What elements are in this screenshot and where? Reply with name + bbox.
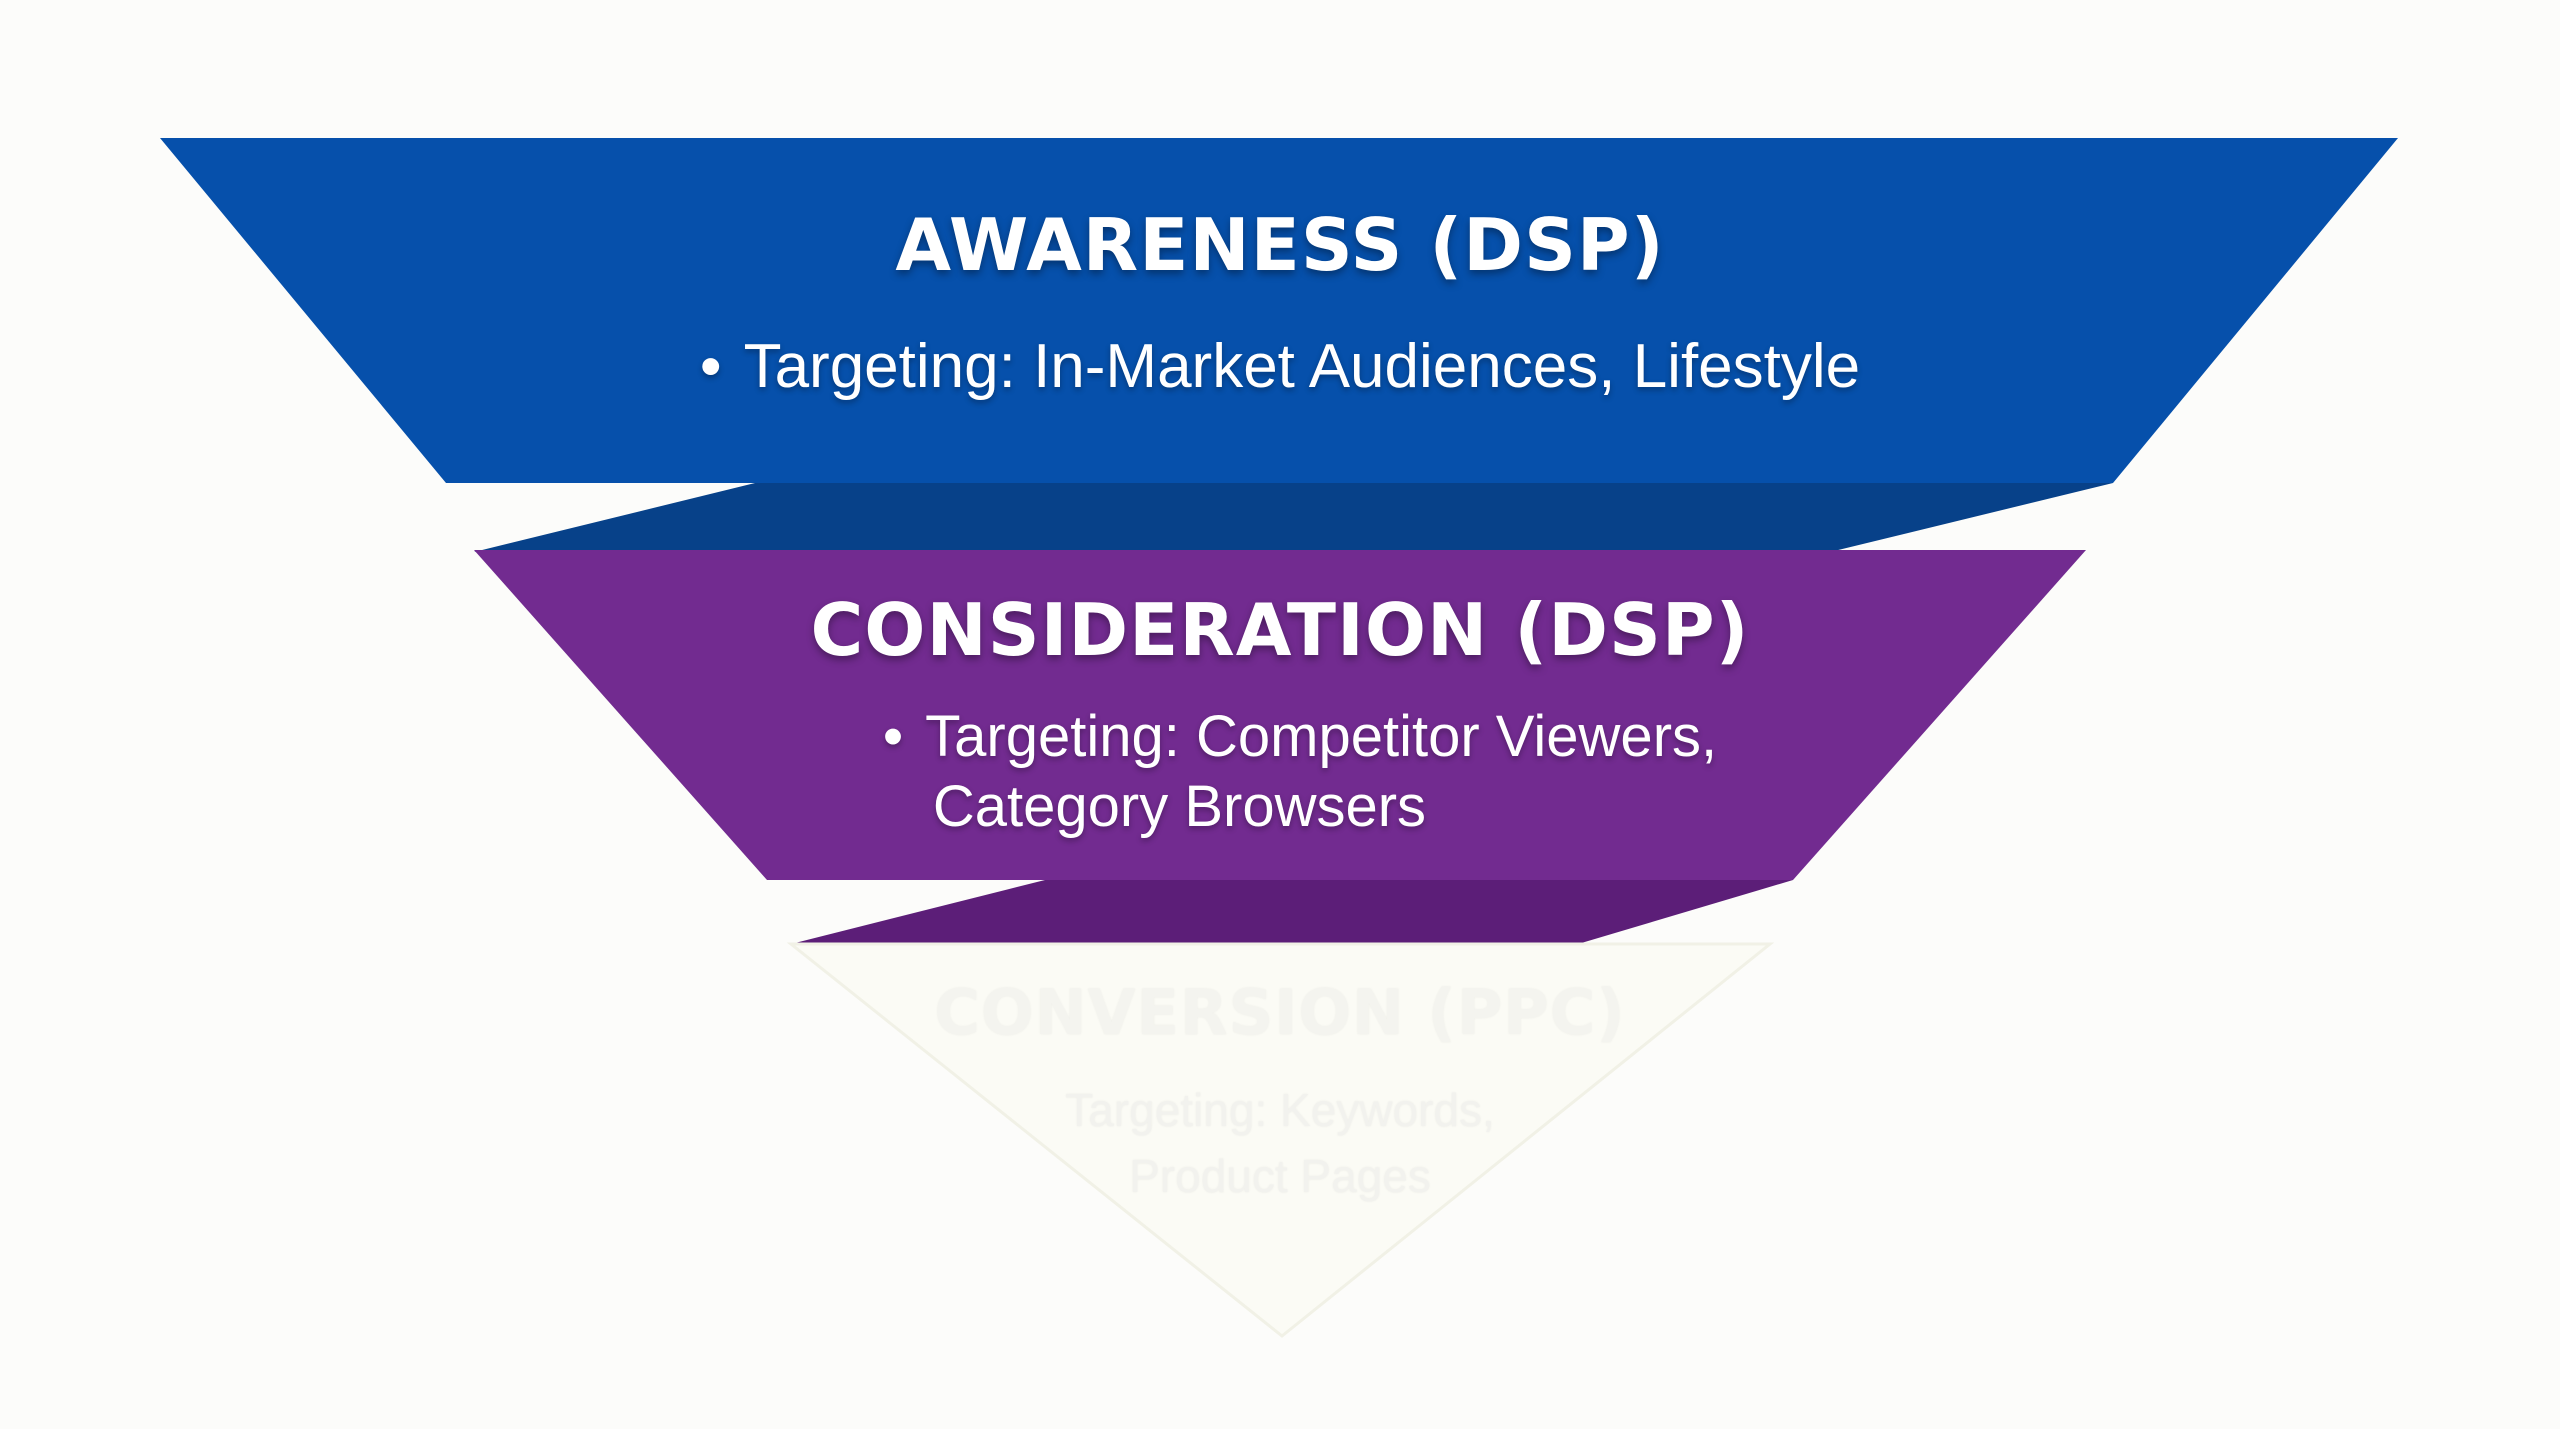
consideration-detail: • Targeting: Competitor Viewers, Category… [883, 702, 1717, 842]
consideration-targeting-text-line2: Category Browsers [932, 774, 1427, 839]
awareness-detail: • Targeting: In-Market Audiences, Lifesty… [700, 331, 1860, 402]
consideration-band [474, 550, 2086, 880]
conversion-title: CONVERSION (PPC) [934, 976, 1626, 1049]
awareness-band [160, 138, 2398, 483]
conversion-targeting-text-line1: Targeting: Keywords, [1065, 1084, 1495, 1136]
conversion-detail: Targeting: Keywords, Product Pages [0, 1077, 2560, 1209]
awareness-connector [474, 483, 2113, 552]
awareness-title: AWARENESS (DSP) [895, 203, 1665, 287]
bullet-marker: • [882, 704, 904, 769]
awareness-stage: AWARENESS (DSP) • Targeting: In-Market Au… [0, 203, 2560, 402]
consideration-targeting-text-line1: Targeting: Competitor Viewers, [925, 704, 1718, 769]
conversion-stage: CONVERSION (PPC) Targeting: Keywords, Pr… [0, 976, 2560, 1209]
bullet-marker: • [699, 332, 722, 401]
consideration-stage: CONSIDERATION (DSP) • Targeting: Competit… [0, 588, 2560, 842]
consideration-connector [791, 880, 1793, 944]
awareness-targeting-text: Targeting: In-Market Audiences, Lifestyl… [743, 332, 1861, 401]
conversion-targeting-text-line2: Product Pages [1129, 1150, 1431, 1202]
consideration-title: CONSIDERATION (DSP) [810, 588, 1750, 672]
conversion-band [786, 942, 1775, 1338]
